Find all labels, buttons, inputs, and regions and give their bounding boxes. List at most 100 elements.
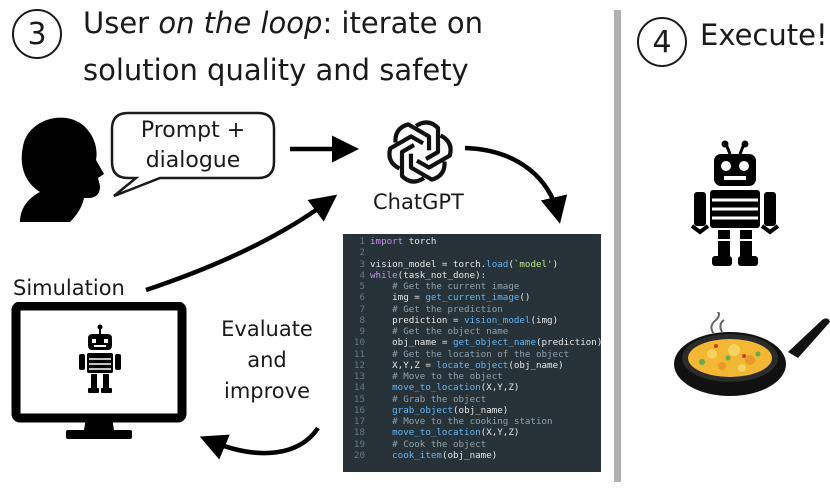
robot-icon-large <box>690 140 780 266</box>
speech-bubble <box>110 111 276 198</box>
code-token: (obj_name) <box>508 359 564 371</box>
arrow-code-to-simulation <box>199 426 320 460</box>
code-indent <box>370 281 392 292</box>
code-token: (task_not_done): <box>397 269 487 281</box>
user-head-silhouette-icon <box>20 117 104 222</box>
bubble-line-2: dialogue <box>145 148 241 173</box>
code-indent <box>370 371 392 382</box>
code-token: (prediction) <box>535 337 601 349</box>
code-token: (X,Y,Z) <box>480 382 520 394</box>
code-token: grab_object <box>392 404 453 416</box>
code-token: vision_model <box>464 314 531 326</box>
code-indent <box>370 394 392 405</box>
code-line-number: 19 <box>353 438 365 450</box>
code-token: locate_object <box>436 359 509 371</box>
code-token: (img) <box>530 314 559 326</box>
code-line: 18 move_to_location(X,Y,Z) <box>343 427 601 438</box>
code-line: 20 cook_item(obj_name) <box>343 450 601 461</box>
code-line-number: 15 <box>353 393 365 405</box>
code-token: # Get the current image <box>392 281 520 292</box>
code-indent <box>370 405 392 416</box>
code-line: 7 # Get the prediction <box>343 304 601 315</box>
chatgpt-label: ChatGPT <box>373 190 464 214</box>
step-3-title-post: : iterate on <box>322 6 483 40</box>
code-line: 13 # Move to the object <box>343 371 601 382</box>
evaluate-line-2: and <box>247 348 287 372</box>
arrow-simulation-to-chatgpt <box>145 194 338 293</box>
code-indent <box>370 450 392 461</box>
evaluate-line-1: Evaluate <box>221 317 313 341</box>
code-line: 5 # Get the current image <box>343 281 601 292</box>
code-token: # Get the location of the object <box>392 348 570 360</box>
code-token: move_to_location <box>392 427 481 439</box>
code-line-number: 17 <box>353 416 365 427</box>
step-4-title: Execute! <box>700 18 828 52</box>
code-line-number: 10 <box>353 337 365 349</box>
code-line: 10 obj_name = get_object_name(prediction… <box>343 337 601 348</box>
code-token: import <box>370 236 404 247</box>
code-token: cook_item <box>392 449 442 461</box>
code-line: 8 prediction = vision_model(img) <box>343 315 601 326</box>
code-indent <box>370 292 392 303</box>
code-line-number: 16 <box>353 404 365 416</box>
code-line-number: 4 <box>359 269 365 281</box>
code-line: 17 # Move to the cooking station <box>343 416 601 427</box>
code-token: torch <box>403 236 437 247</box>
code-token: # Cook the object <box>392 438 487 450</box>
code-token: img = <box>392 292 426 304</box>
code-line: 19 # Cook the object <box>343 439 601 450</box>
openai-logo-icon <box>387 120 453 184</box>
code-line-number: 9 <box>359 326 365 337</box>
code-token: # Get the object name <box>392 326 509 337</box>
code-line-number: 13 <box>353 371 365 382</box>
code-token: prediction = <box>392 314 465 326</box>
code-token: () <box>519 292 531 304</box>
robot-icon <box>79 324 121 393</box>
code-indent <box>370 315 392 326</box>
code-token: move_to_location <box>392 382 481 394</box>
code-line-number: 1 <box>359 236 365 247</box>
code-token: # Get the prediction <box>392 303 503 315</box>
code-token: # Grab the object <box>392 393 487 405</box>
code-line: 16 grab_object(obj_name) <box>343 405 601 416</box>
step-4-number: 4 <box>637 17 687 67</box>
code-token: obj_name = <box>392 337 453 349</box>
code-token: (obj_name) <box>453 404 509 416</box>
code-line: 1 import torch <box>343 236 601 247</box>
step-3-title-line2: solution quality and safety <box>83 53 469 87</box>
code-line-number: 2 <box>359 247 365 259</box>
code-line: 2 <box>343 247 601 258</box>
bubble-text: Prompt + dialogue <box>118 116 268 176</box>
code-token: vision_model = torch. <box>370 258 487 270</box>
code-line-number: 18 <box>353 427 365 439</box>
code-indent <box>370 349 392 360</box>
code-indent <box>370 360 392 371</box>
evaluate-line-3: improve <box>224 379 310 403</box>
simulation-label: Simulation <box>13 276 125 300</box>
arrow-chatgpt-to-code <box>464 145 568 224</box>
step-3-number: 3 <box>12 9 62 59</box>
code-line-number: 3 <box>359 258 365 270</box>
code-token: # Move to the cooking station <box>392 416 553 427</box>
code-token: get_current_image <box>425 292 520 304</box>
code-line-number: 8 <box>359 314 365 326</box>
evaluate-improve-label: Evaluate and improve <box>212 314 322 407</box>
code-line-number: 12 <box>353 359 365 371</box>
step-3-title-line1: User on the loop: iterate on <box>83 5 483 41</box>
bubble-line-1: Prompt + <box>140 118 246 143</box>
code-token: # Move to the object <box>392 371 503 382</box>
code-line: 11 # Get the location of the object <box>343 349 601 360</box>
code-indent <box>370 439 392 450</box>
code-line-number: 5 <box>359 281 365 292</box>
code-token: ) <box>552 258 559 270</box>
code-indent <box>370 416 392 427</box>
code-line: 12 X,Y,Z = locate_object(obj_name) <box>343 360 601 371</box>
code-token: (obj_name) <box>441 449 498 461</box>
code-line: 15 # Grab the object <box>343 394 601 405</box>
code-token: load <box>486 258 509 270</box>
code-line: 14 move_to_location(X,Y,Z) <box>343 382 601 393</box>
code-token: get_object_name <box>453 337 536 349</box>
code-indent <box>370 326 392 337</box>
